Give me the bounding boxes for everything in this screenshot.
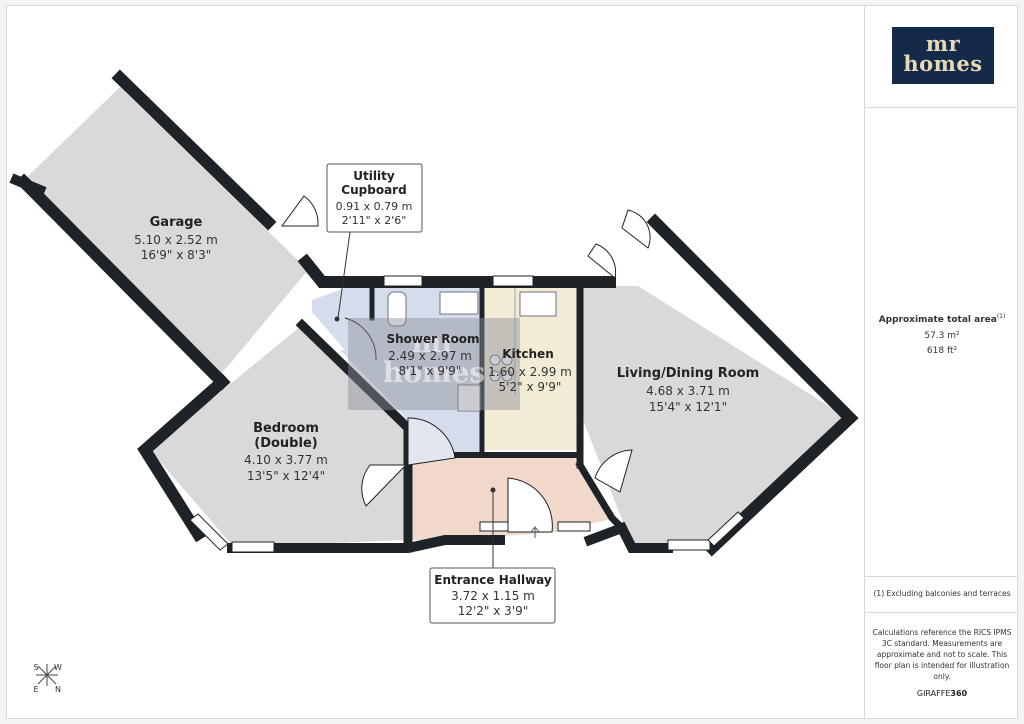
area-imperial: 618 ft² xyxy=(926,346,958,356)
living-floor xyxy=(583,286,848,545)
garage-metric: 5.10 x 2.52 m xyxy=(134,233,218,247)
disclaimer-line: floor plan is intended for illustration xyxy=(874,661,1010,670)
divider-top xyxy=(865,107,1018,108)
compass-s: S xyxy=(33,663,38,672)
walls xyxy=(9,69,859,557)
area-note-marker: (1) xyxy=(996,313,1006,320)
info-sidebar: mr homes Approximate total area(1) 57.3 … xyxy=(864,5,1018,719)
area-title-row: Approximate total area(1) xyxy=(871,313,1013,325)
shower-imperial: 8'1" x 9'9" xyxy=(399,364,462,378)
living-name: Living/Dining Room xyxy=(617,366,759,381)
utility-callout xyxy=(326,163,423,233)
bedroom-name-line2: (Double) xyxy=(254,436,317,451)
divider-footnote-bottom xyxy=(865,612,1018,613)
area-metric: 57.3 m² xyxy=(924,331,960,341)
doors xyxy=(281,195,651,533)
living-imperial: 15'4" x 12'1" xyxy=(649,400,727,414)
garage-imperial: 16'9" x 8'3" xyxy=(141,248,212,262)
disclaimer-line: approximate and not to scale. This xyxy=(876,650,1008,659)
bedroom-imperial: 13'5" x 12'4" xyxy=(247,469,325,483)
credit: GIRAFFE360 xyxy=(871,689,1013,698)
utility-floor xyxy=(312,288,372,350)
credit-prefix: GIRAFFE xyxy=(916,689,951,698)
bedroom-floor xyxy=(150,325,408,545)
shower-metric: 2.49 x 2.97 m xyxy=(388,349,472,363)
bedroom-metric: 4.10 x 3.77 m xyxy=(244,453,328,467)
disclaimer-line: 3C standard. Measurements are xyxy=(881,639,1003,648)
hallway-name: Entrance Hallway xyxy=(434,573,552,587)
watermark-box xyxy=(348,318,520,410)
brand-line2: homes xyxy=(903,51,983,76)
disclaimer: Calculations reference the RICS IPMS 3C … xyxy=(871,627,1013,682)
brand-line1: mr xyxy=(925,31,961,56)
utility-name-line1: Utility xyxy=(353,169,395,183)
utility-leader xyxy=(337,231,351,319)
utility-leader-dot xyxy=(334,316,340,322)
hallway-metric: 3.72 x 1.15 m xyxy=(451,589,535,603)
shower-floor xyxy=(340,288,482,455)
compass-e: E xyxy=(33,685,38,694)
utility-name-line2: Cupboard xyxy=(341,183,406,197)
garage-floor xyxy=(24,87,308,378)
windows xyxy=(189,275,745,553)
garage-name: Garage xyxy=(150,215,203,230)
living-metric: 4.68 x 3.71 m xyxy=(646,384,730,398)
compass-icon xyxy=(36,664,58,686)
divider-footnote-top xyxy=(865,576,1018,577)
kitchen-imperial: 5'2" x 9'9" xyxy=(499,380,562,394)
watermark-line2: homes xyxy=(383,356,485,389)
floor-plan: mr homes Garage 5.10 x 2.52 m 16'9" x 8'… xyxy=(9,69,859,694)
utility-metric: 0.91 x 0.79 m xyxy=(336,200,413,213)
disclaimer-line: Calculations reference the RICS IPMS xyxy=(872,628,1012,637)
fixtures xyxy=(387,291,557,412)
footnote: (1) Excluding balconies and terraces xyxy=(873,589,1011,598)
entrance-arrow-head xyxy=(530,526,540,533)
kitchen-name: Kitchen xyxy=(502,347,554,361)
brand-logo: mr homes xyxy=(892,27,994,84)
compass-n: N xyxy=(55,685,61,694)
kitchen-metric: 1.60 x 2.99 m xyxy=(488,365,572,379)
utility-imperial: 2'11" x 2'6" xyxy=(342,214,407,227)
bedroom-name-line1: Bedroom xyxy=(253,421,319,436)
compass-w: W xyxy=(54,663,62,672)
hallway-imperial: 12'2" x 3'9" xyxy=(458,604,529,618)
hallway-callout xyxy=(429,567,556,624)
watermark-line1: mr xyxy=(412,326,458,359)
disclaimer-line: only. xyxy=(933,672,951,681)
shower-name: Shower Room xyxy=(387,332,480,346)
area-title: Approximate total area xyxy=(878,315,997,325)
credit-suffix: 360 xyxy=(950,689,968,698)
